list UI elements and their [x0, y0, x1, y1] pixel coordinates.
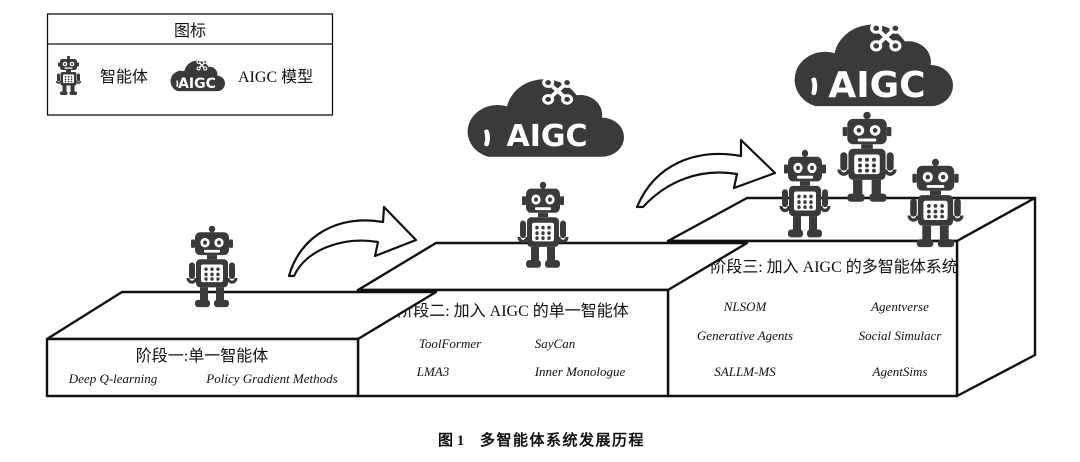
stage-2-example: Inner Monologue: [534, 364, 626, 379]
caption-label: 图 1: [438, 432, 464, 449]
figure-caption: 图 1 多智能体系统发展历程: [438, 431, 645, 449]
stage-2-title: 阶段二: 加入 AIGC 的单一智能体: [397, 302, 629, 320]
cloud-icon: AIGC: [468, 79, 624, 157]
legend-agent-label: 智能体: [100, 68, 148, 86]
stage-3-example: Generative Agents: [697, 328, 793, 343]
stage-1-to-2-arrow: [287, 205, 418, 278]
stage-2-block: 阶段二: 加入 AIGC 的单一智能体 ToolFormer SayCan LM…: [356, 241, 749, 398]
stage-3-example: Agentverse: [870, 299, 929, 314]
stage-3-example: SALLM-MS: [714, 364, 776, 379]
legend-box: 图标 智能体 AIGC AIGC 模型: [46, 13, 334, 116]
cloud-icon: AIGC: [795, 24, 953, 106]
stage-2-to-3-arrow: [635, 138, 777, 209]
stage-2-example: ToolFormer: [419, 336, 482, 351]
stage-1-example: Policy Gradient Methods: [205, 371, 337, 386]
stage-1-example: Deep Q-learning: [68, 371, 158, 386]
stage-1-block: 阶段一:单一智能体 Deep Q-learning Policy Gradien…: [45, 290, 438, 398]
legend-cloud-text: AIGC: [178, 76, 216, 92]
aigc-cloud-label: AIGC: [828, 65, 925, 106]
cloud-icon: AIGC: [169, 59, 226, 92]
stage-3-example: Social Simulacr: [859, 328, 943, 343]
legend-title: 图标: [174, 22, 206, 40]
stage-3-example: NLSOM: [723, 299, 768, 314]
robot-icon: [837, 110, 897, 204]
stage-2-example: LMA3: [416, 364, 450, 379]
stage-1-title: 阶段一:单一智能体: [136, 347, 268, 365]
legend-aigc-label: AIGC 模型: [238, 68, 313, 86]
stage-2-example: SayCan: [535, 336, 575, 351]
stage-3-example: AgentSims: [872, 364, 928, 379]
caption-text: 多智能体系统发展历程: [480, 431, 645, 449]
stage-3-block: 阶段三: 加入 AIGC 的多智能体系统 NLSOM Agentverse Ge…: [666, 196, 1037, 398]
aigc-cloud-label: AIGC: [506, 119, 587, 154]
stage-3-title: 阶段三: 加入 AIGC 的多智能体系统: [710, 258, 958, 276]
